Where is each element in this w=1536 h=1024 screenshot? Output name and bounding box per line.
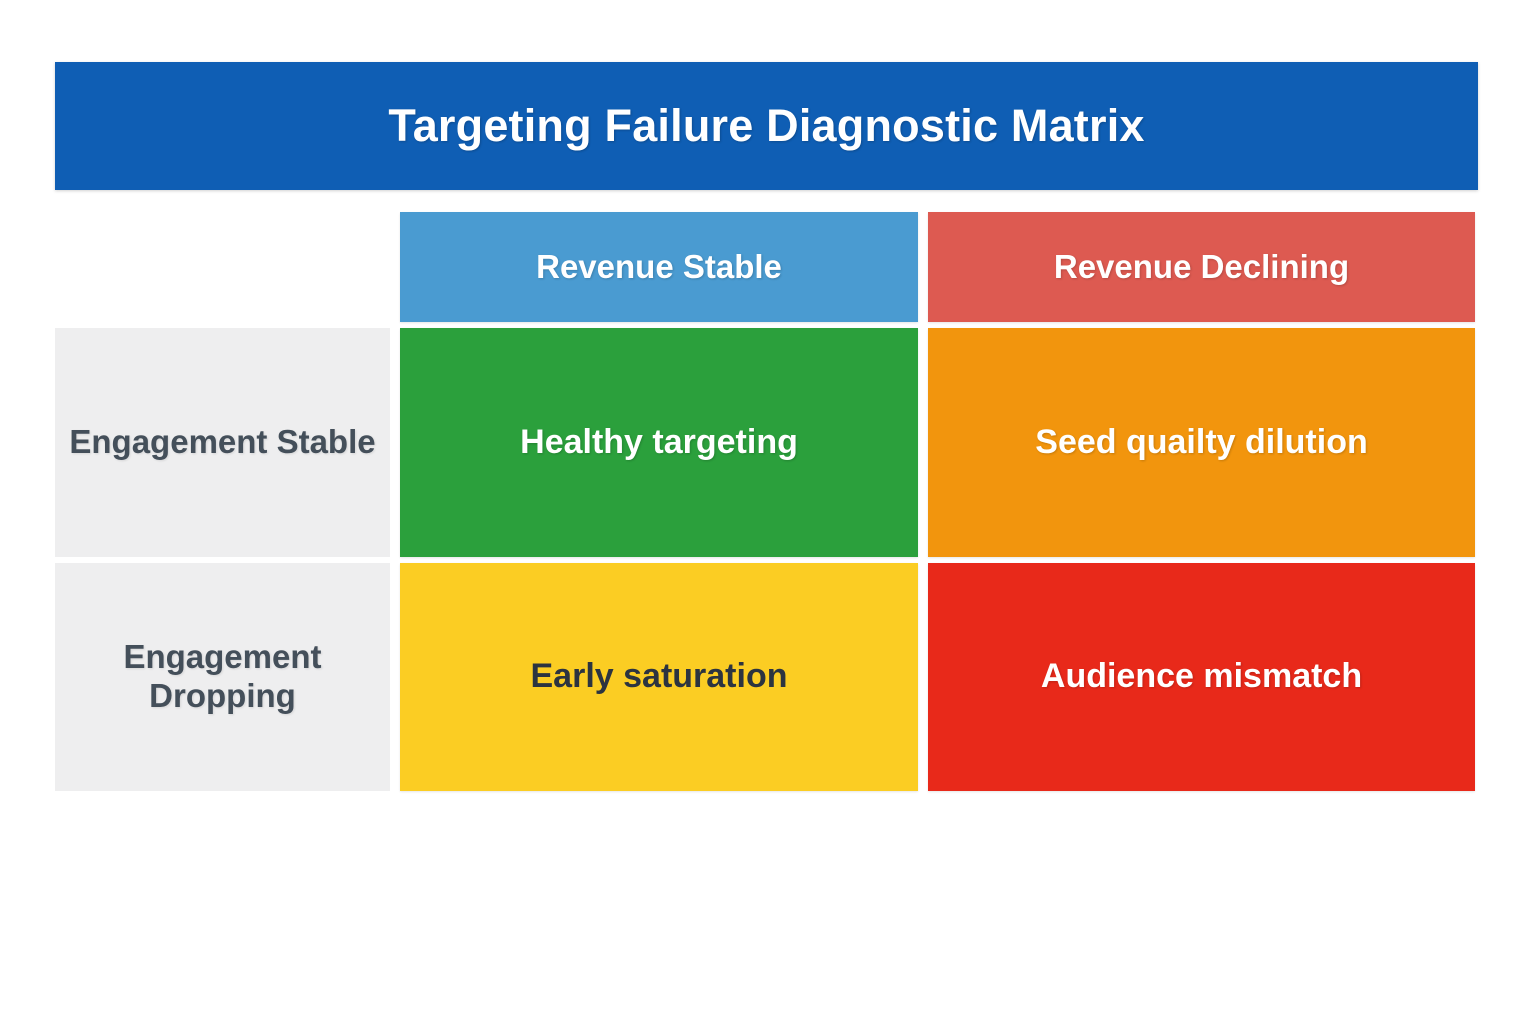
matrix-cell-audience-mismatch[interactable]: Audience mismatch xyxy=(928,563,1475,791)
matrix-cell-label: Healthy targeting xyxy=(520,422,798,461)
diagram-title-banner: Targeting Failure Diagnostic Matrix xyxy=(55,62,1478,190)
row-header-engagement-dropping[interactable]: Engagement Dropping xyxy=(55,563,390,791)
matrix-corner-cell xyxy=(55,212,390,322)
diagram-title: Targeting Failure Diagnostic Matrix xyxy=(388,100,1145,152)
column-header-label: Revenue Stable xyxy=(536,248,782,285)
row-header-engagement-stable[interactable]: Engagement Stable xyxy=(55,328,390,557)
column-header-revenue-declining[interactable]: Revenue Declining xyxy=(928,212,1475,322)
matrix-cell-healthy-targeting[interactable]: Healthy targeting xyxy=(400,328,918,557)
row-header-label: Engagement Dropping xyxy=(123,638,322,714)
matrix-cell-label: Seed quailty dilution xyxy=(1035,422,1368,461)
diagnostic-matrix: Revenue Stable Revenue Declining Engagem… xyxy=(55,212,1475,791)
column-header-revenue-stable[interactable]: Revenue Stable xyxy=(400,212,918,322)
matrix-cell-seed-quality-dilution[interactable]: Seed quailty dilution xyxy=(928,328,1475,557)
row-header-label: Engagement Stable xyxy=(69,423,376,461)
column-header-label: Revenue Declining xyxy=(1053,248,1350,285)
matrix-cell-label: Early saturation xyxy=(530,657,788,696)
matrix-cell-early-saturation[interactable]: Early saturation xyxy=(400,563,918,791)
matrix-cell-label: Audience mismatch xyxy=(1040,657,1363,696)
